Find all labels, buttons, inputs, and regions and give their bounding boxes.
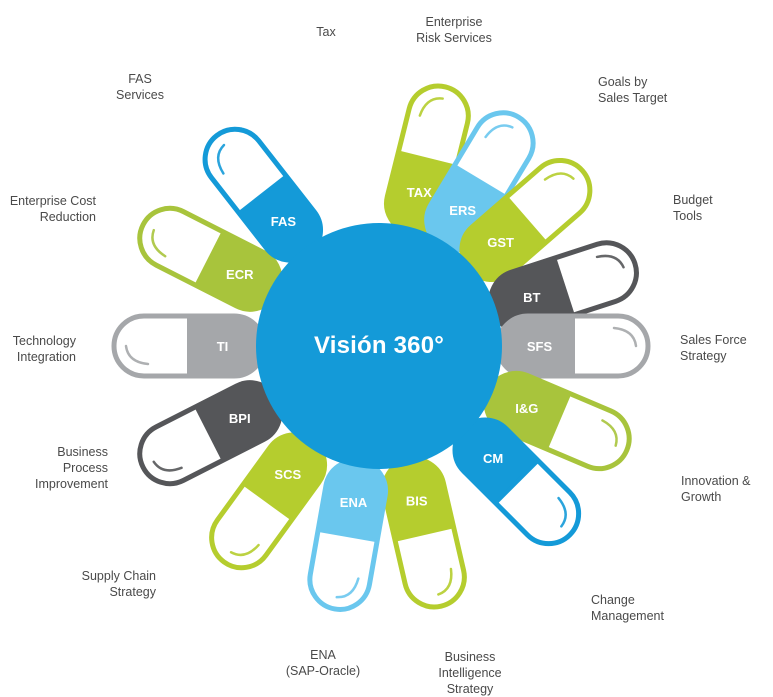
pill-colored-half xyxy=(316,456,391,541)
pill-label: ENA (SAP-Oracle) xyxy=(258,647,388,679)
pill-abbr: GST xyxy=(487,235,514,250)
pill-label-line: Strategy xyxy=(109,585,156,599)
pill-abbr: I&G xyxy=(515,401,538,416)
pill-colored-half xyxy=(498,316,573,376)
pill-label-line: Enterprise Cost xyxy=(9,194,96,208)
pill-label-line: Risk Services xyxy=(416,31,492,45)
pill-abbr: BT xyxy=(523,290,540,305)
pill-abbr: ENA xyxy=(340,495,368,510)
pill-highlight xyxy=(229,543,260,557)
pill-abbr: TI xyxy=(217,339,229,354)
pill-bis: BIS xyxy=(378,453,467,610)
pill-highlight xyxy=(601,419,618,447)
pill-abbr: TAX xyxy=(407,185,432,200)
pill-abbr: BIS xyxy=(406,493,428,508)
pill-sfs: SFS xyxy=(495,313,651,379)
pill-label-line: Goals by xyxy=(598,75,648,89)
pill-colored-half xyxy=(189,316,264,376)
pill-colored-half xyxy=(378,453,456,541)
pill-label: Goals by Sales Target xyxy=(598,74,728,106)
pill-label-line: Tools xyxy=(673,209,703,223)
pill-ena: ENA xyxy=(307,456,391,612)
pill-abbr: CM xyxy=(483,451,503,466)
pill-abbr: SCS xyxy=(274,467,301,482)
pill-label-line: Business xyxy=(57,445,108,459)
pill-label-line: Tax xyxy=(316,25,336,39)
pill-highlight xyxy=(543,172,575,181)
pill-label-line: ENA xyxy=(310,648,336,662)
pill-label-line: Reduction xyxy=(39,210,96,224)
pill-label-line: Intelligence xyxy=(438,666,502,680)
pill-label-line: (SAP-Oracle) xyxy=(285,664,361,678)
pill-label-line: Supply Chain xyxy=(81,569,156,583)
pill-label-line: Growth xyxy=(681,490,722,504)
pill-highlight xyxy=(437,567,453,596)
pill-highlight xyxy=(335,577,360,599)
pill-ti: TI xyxy=(111,313,267,379)
pill-label-line: Management xyxy=(591,609,664,623)
pill-label-line: Integration xyxy=(16,350,76,364)
pill-label-line: Sales Force xyxy=(680,333,747,347)
pill-label-line: Enterprise xyxy=(425,15,483,29)
pill-highlight xyxy=(484,124,514,139)
pill-label-line: Innovation & xyxy=(681,474,751,488)
pill-label-line: Change xyxy=(591,593,635,607)
pill-label-line: Services xyxy=(116,88,164,102)
pill-highlight xyxy=(595,254,625,269)
pill-highlight xyxy=(418,97,444,117)
pill-label: Tax xyxy=(261,24,391,40)
pill-abbr: ECR xyxy=(226,267,254,282)
pill-label-line: Process xyxy=(62,461,108,475)
pill-label-line: Strategy xyxy=(446,682,494,696)
center-title: Visión 360° xyxy=(313,332,445,359)
center-circle: Visión 360° xyxy=(256,223,502,469)
pill-label-line: Strategy xyxy=(680,349,727,363)
pill-highlight xyxy=(557,496,567,528)
pill-label: Innovation & Growth xyxy=(681,473,773,505)
pill-label-line: Budget xyxy=(673,193,713,207)
pill-highlight xyxy=(124,344,150,366)
pill-highlight xyxy=(152,460,183,472)
pill-label-line: Improvement xyxy=(35,477,108,491)
pill-highlight xyxy=(151,228,167,258)
pill-abbr: BPI xyxy=(229,411,251,426)
pill-abbr: SFS xyxy=(527,339,553,354)
pill-label-line: FAS xyxy=(128,72,152,86)
pill-abbr: ERS xyxy=(449,203,476,218)
pill-label-line: Business xyxy=(444,650,496,664)
pill-highlight xyxy=(216,143,226,175)
pill-label: FAS Services xyxy=(75,71,205,103)
pill-abbr: FAS xyxy=(271,214,297,229)
pill-highlight xyxy=(612,326,638,348)
pill-label-line: Technology xyxy=(12,334,76,348)
pill-label-line: Sales Target xyxy=(598,91,668,105)
